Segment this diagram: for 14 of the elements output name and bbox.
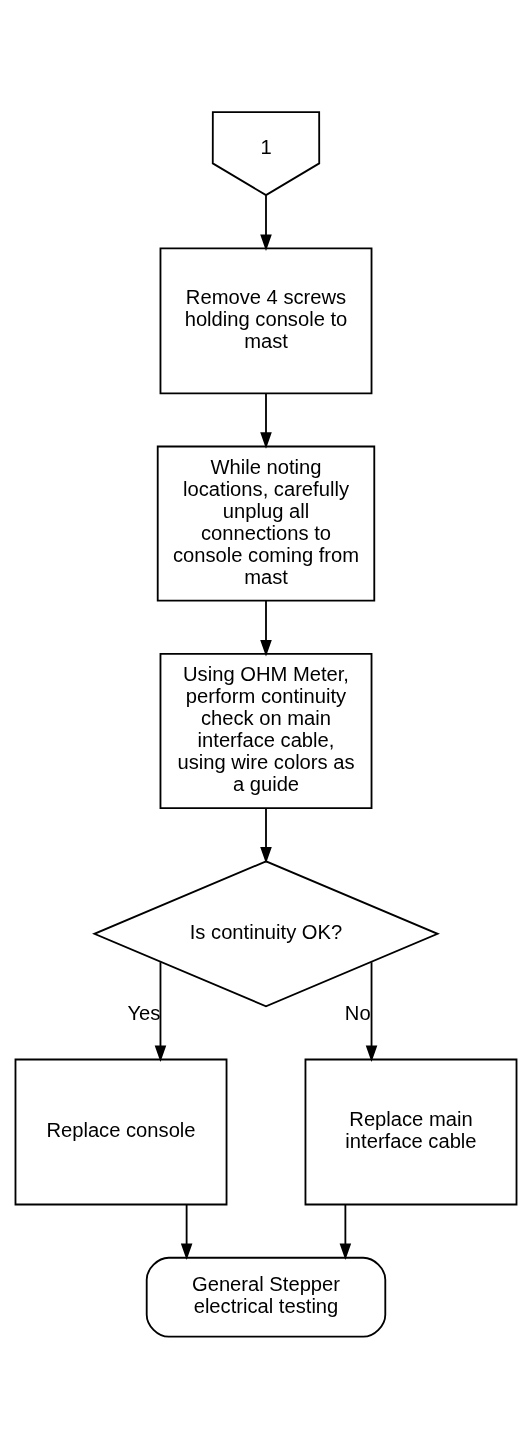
node-box: Replace console: [14, 1058, 228, 1206]
arrow: [260, 194, 272, 251]
node-box: Remove 4 screws holding console to mast: [159, 247, 373, 395]
node-box: Replace main interface cable: [304, 1058, 518, 1206]
arrow: [260, 392, 272, 449]
arrow: [260, 599, 272, 657]
arrow: [339, 1204, 352, 1261]
arrow: [260, 807, 272, 864]
arrow: [154, 961, 167, 1062]
node-box: While noting locations, carefully unplug all connections to console coming from mast: [156, 445, 376, 602]
node-box: Using OHM Meter, perform continuity check on main interface cable, using wire colors as a guide: [159, 653, 373, 809]
arrow: [180, 1204, 193, 1261]
arrow: [365, 961, 378, 1062]
node-box: General Stepper electrical testing: [145, 1256, 387, 1338]
